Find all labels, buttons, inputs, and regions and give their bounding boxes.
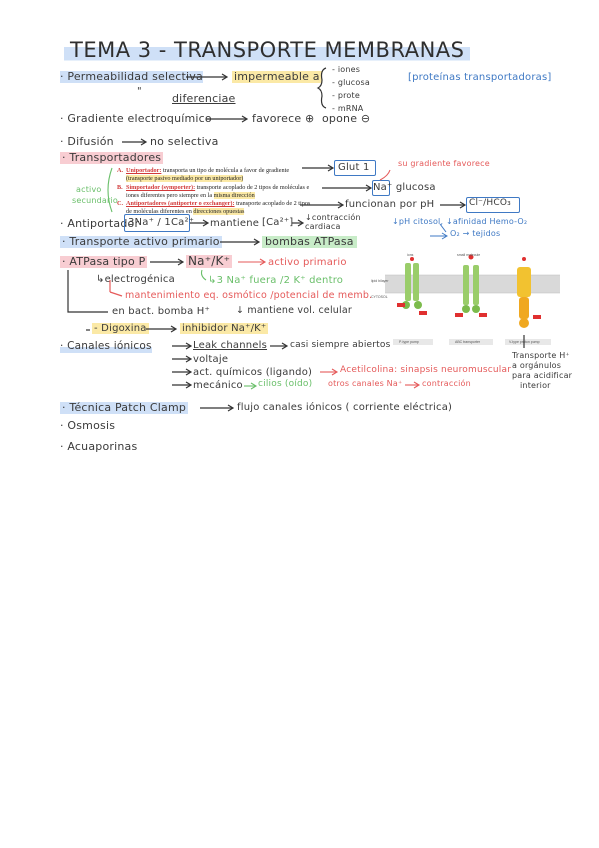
leak-text: Leak channels (193, 340, 268, 351)
letter-c: C. (117, 200, 124, 207)
ca-text: [Ca²⁺] (262, 217, 294, 228)
vol-text: ↓ mantiene vol. celular (236, 305, 352, 316)
antiportador-box-text: 3Na⁺ / 1Ca²⁺ (128, 217, 195, 228)
favorece-text: favorece ⊕ (252, 112, 315, 125)
acetil-text: Acetilcolina: sinapsis neuromuscular (340, 365, 512, 375)
activo-primario-note: activo primario (268, 257, 347, 268)
atpasa-heading: · ATPasa tipo P (60, 255, 148, 269)
uniporter-def: Uniportador: transporta un tipo de moléc… (126, 167, 290, 182)
permeabilidad-heading: · Permeabilidad selectiva (60, 70, 203, 84)
patch-heading: · Técnica Patch Clamp (60, 401, 189, 415)
v-type-pump-shape (517, 257, 541, 328)
impermeable-list-2: - glucosa (332, 78, 370, 87)
transp-note-2: a orgánulos (512, 361, 562, 370)
diag-label-small-molecule: small molecule (457, 253, 481, 257)
simporter-def: Simportador (symporter): transporte acop… (126, 184, 310, 199)
antiportador-heading: · Antiportador (60, 217, 140, 230)
abc-transporter-shape (455, 254, 487, 317)
stoich-text: ↳3 Na⁺ fuera /2 K⁺ dentro (208, 275, 344, 286)
diag-label-abc: ABC transporter (455, 340, 481, 344)
otros-text: otros canales Na⁺ (328, 379, 403, 388)
letter-b: B. (117, 184, 123, 191)
proteinas-note: [proteínas transportadoras] (408, 72, 552, 83)
diag-label-lipid: lipid bilayer (371, 279, 389, 283)
bact-text: en bact. bomba H⁺ (112, 306, 210, 317)
naglucosa-text: Na⁺ glucosa (373, 182, 436, 193)
difusion-result: no selectiva (150, 135, 219, 148)
diag-label-ions: ions (407, 253, 414, 257)
transp-note-3: para acidificar (512, 371, 573, 380)
transp-note-4: interior (520, 381, 551, 390)
diag-label-cytosol: CYTOSOL (371, 295, 388, 299)
simporter-title: Simportador (symporter): (126, 184, 196, 191)
difusion-text: · Difusión (60, 135, 114, 148)
letter-a: A. (117, 167, 124, 174)
transportadores-heading: · Transportadores (60, 151, 164, 165)
uniporter-title: Uniportador: (126, 167, 162, 174)
inhibidor-text: inhibidor Na⁺/K⁺ (180, 323, 269, 334)
impermeable-list-1: - iones (332, 65, 361, 74)
gradiente-text: · Gradiente electroquímico (60, 112, 212, 125)
digoxina-text: - Digoxina (92, 323, 149, 334)
antiportador-box (124, 214, 190, 232)
p-type-pump-shape (397, 257, 427, 315)
activo-primario-heading: · Transporte activo primario (60, 235, 222, 249)
ph-note: ↓pH citosol, ↓afinidad Hemo-O₂ (392, 217, 528, 226)
mantiene-text: mantiene (210, 218, 260, 229)
co2-box (466, 197, 520, 213)
voltaje-text: voltaje (193, 354, 229, 365)
naglucosa-box (372, 180, 390, 196)
diag-label-p-type: P-type pump (399, 340, 419, 344)
glut-note: su gradiente favorece (398, 159, 490, 168)
antiporter-title: Antiportadores (antiporter o exchanger): (126, 200, 235, 207)
pump-diagram: ions small molecule lipid bilayer CYTOSO… (371, 253, 560, 348)
secundario-label: secundario (72, 196, 119, 205)
oido-text: cilios (oído) (258, 379, 313, 389)
o2-note: O₂ → tejidos (450, 229, 501, 238)
mantenimiento-text: mantenimiento eq. osmótico /potencial de… (125, 290, 373, 301)
canales-heading: · Canales iónicos (60, 340, 152, 353)
contraccion-text: contracción (422, 379, 471, 388)
mecanico-text: mecánico (193, 380, 243, 391)
impermeable-list-4: - mRNA (332, 104, 364, 113)
impermeable-text: impermeable a (232, 70, 322, 84)
patch-result: flujo canales iónicos ( corriente eléctr… (237, 402, 453, 413)
glut-box (334, 160, 376, 176)
acuaporinas-text: · Acuaporinas (60, 440, 138, 453)
ditto-mark: " (137, 86, 142, 97)
electrogenica-text: ↳electrogénica (96, 274, 175, 285)
impermeable-list-3: - prote (332, 91, 360, 100)
contraccion-cardiaca: ↓contracción cardiaca (305, 213, 361, 231)
glut-text: Glut 1 (338, 162, 370, 173)
quimicos-text: act. químicos (ligando) (193, 367, 313, 378)
opone-text: opone ⊖ (322, 112, 371, 125)
activo-label: activo (76, 185, 102, 194)
osmosis-text: · Osmosis (60, 419, 116, 432)
funcionan-text: funcionan por pH (345, 199, 435, 210)
antiporter-def: Antiportadores (antiporter o exchanger):… (126, 200, 311, 215)
page-title: TEMA 3 - TRANSPORTE MEMBRANAS (64, 38, 471, 64)
co2-text: Cl⁻/HCO₃ (469, 198, 511, 208)
atpasa-ions: Na⁺/K⁺ (186, 254, 233, 269)
leak-note: casi siempre abiertos (290, 340, 391, 350)
transp-note-1: Transporte H⁺ (512, 351, 570, 360)
diferencia-text: diferenciae (172, 92, 236, 105)
bombas-text: bombas ATPasa (262, 235, 357, 249)
